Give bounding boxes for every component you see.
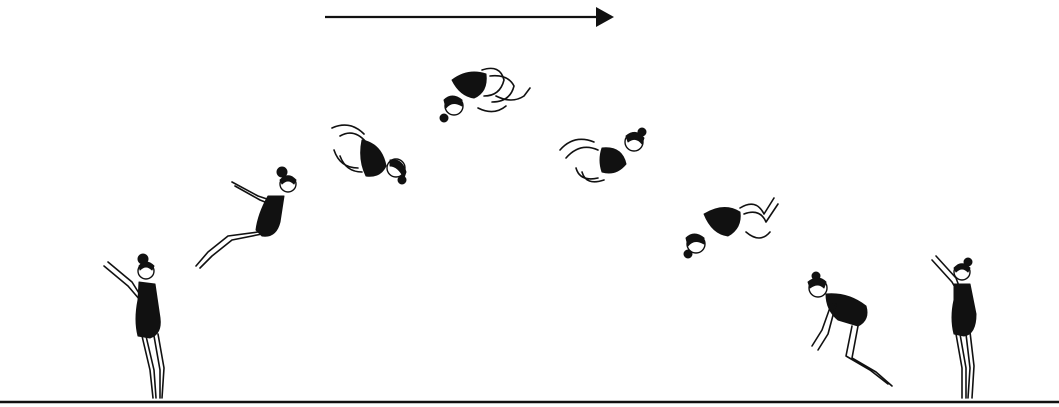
gymnast-figure-2-takeoff: [196, 167, 296, 268]
gymnast-figure-4-top: [440, 68, 530, 122]
gymnast-figure-1-standing: [104, 254, 164, 398]
gymnast-figure-7-landing: [808, 272, 892, 386]
gymnast-figure-8-standing: [932, 256, 976, 398]
gymnast-figure-6-late-tuck: [684, 198, 778, 258]
gymnast-figure-3-tuck: [332, 125, 406, 184]
direction-arrow: [325, 7, 614, 27]
gymnast-figure-5-descending: [560, 128, 646, 182]
